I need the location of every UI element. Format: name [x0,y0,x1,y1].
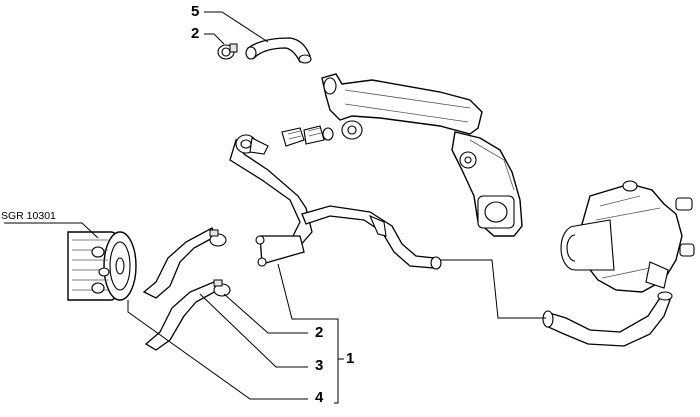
callout-4: 4 [315,389,324,406]
coolant-manifold-casting [321,73,523,237]
hose-5 [245,37,312,64]
hose-clamp-lower [213,279,231,297]
oil-cooler [67,231,137,301]
callout-2-right: 2 [315,324,324,341]
clamp-top [217,43,238,60]
leader-lines [4,11,546,404]
callout-5: 5 [191,3,200,20]
hose-clamp-upper [209,229,227,247]
temperature-sensor [281,125,334,147]
thermostat-housing [560,180,695,293]
callout-sgr-10301: SGR 10301 [1,210,56,222]
callout-1: 1 [346,350,355,367]
hose-to-thermostat [542,291,673,347]
callout-3: 3 [315,357,324,374]
callout-2-top: 2 [191,25,200,42]
coolant-pipe-assembly [142,134,442,351]
